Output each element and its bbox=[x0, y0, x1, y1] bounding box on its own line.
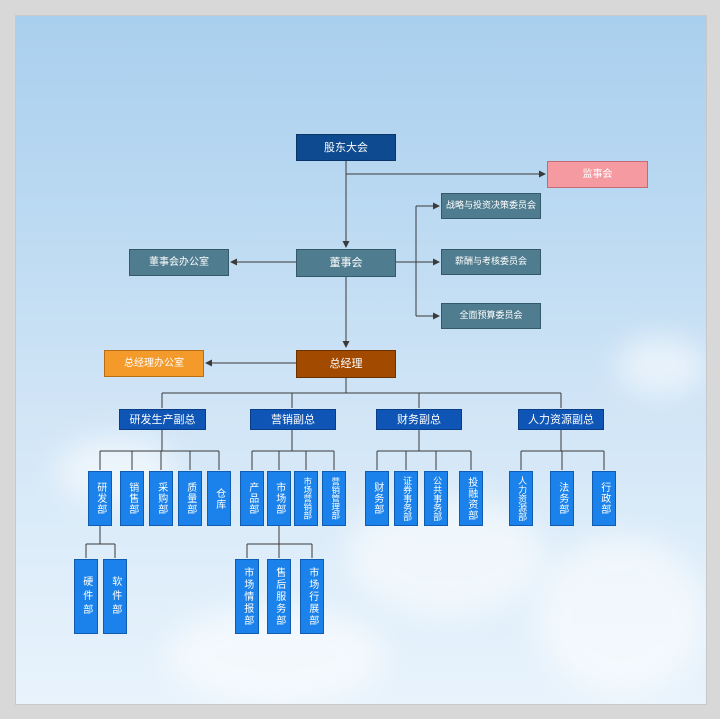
org-chart-canvas: 股东大会 监事会 战略与投资决策委员会 薪酬与考核委员会 全面预算委员会 董事会… bbox=[15, 15, 707, 705]
dept-market-intelligence-node[interactable]: 市场情报部 bbox=[235, 559, 259, 634]
dept-sales-node[interactable]: 销售部 bbox=[120, 471, 144, 526]
dept-market-sales-node[interactable]: 市场营销部 bbox=[294, 471, 318, 526]
cloud-decoration bbox=[616, 336, 706, 396]
dept-sales-management-node[interactable]: 营销管理部 bbox=[322, 471, 346, 526]
dept-investment-node[interactable]: 投融资部 bbox=[459, 471, 483, 526]
strategy-committee-node[interactable]: 战略与投资决策委员会 bbox=[441, 193, 541, 219]
dept-securities-node[interactable]: 证券事务部 bbox=[394, 471, 418, 526]
dept-warehouse-node[interactable]: 仓库 bbox=[207, 471, 231, 526]
dept-admin-node[interactable]: 行政部 bbox=[592, 471, 616, 526]
dept-quality-node[interactable]: 质量部 bbox=[178, 471, 202, 526]
supervisory-board-node[interactable]: 监事会 bbox=[547, 161, 648, 188]
dept-legal-node[interactable]: 法务部 bbox=[550, 471, 574, 526]
dept-product-node[interactable]: 产品部 bbox=[240, 471, 264, 526]
dept-hr-node[interactable]: 人力资源部 bbox=[509, 471, 533, 526]
vp-marketing-node[interactable]: 营销副总 bbox=[250, 409, 336, 430]
dept-finance-node[interactable]: 财务部 bbox=[365, 471, 389, 526]
dept-software-node[interactable]: 软件部 bbox=[103, 559, 127, 634]
compensation-committee-node[interactable]: 薪酬与考核委员会 bbox=[441, 249, 541, 275]
gm-office-node[interactable]: 总经理办公室 bbox=[104, 350, 204, 377]
vp-rd-production-node[interactable]: 研发生产副总 bbox=[119, 409, 206, 430]
board-office-node[interactable]: 董事会办公室 bbox=[129, 249, 229, 276]
dept-public-affairs-node[interactable]: 公共事务部 bbox=[424, 471, 448, 526]
dept-after-sales-node[interactable]: 售后服务部 bbox=[267, 559, 291, 634]
connector-lines bbox=[85, 161, 605, 558]
cloud-decoration bbox=[536, 536, 706, 696]
dept-rd-node[interactable]: 研发部 bbox=[88, 471, 112, 526]
vp-hr-node[interactable]: 人力资源副总 bbox=[518, 409, 604, 430]
general-manager-node[interactable]: 总经理 bbox=[296, 350, 396, 378]
shareholders-meeting-node[interactable]: 股东大会 bbox=[296, 134, 396, 161]
dept-purchasing-node[interactable]: 采购部 bbox=[149, 471, 173, 526]
dept-market-expansion-node[interactable]: 市场行展部 bbox=[300, 559, 324, 634]
budget-committee-node[interactable]: 全面预算委员会 bbox=[441, 303, 541, 329]
dept-hardware-node[interactable]: 硬件部 bbox=[74, 559, 98, 634]
dept-market-node[interactable]: 市场部 bbox=[267, 471, 291, 526]
board-of-directors-node[interactable]: 董事会 bbox=[296, 249, 396, 277]
vp-finance-node[interactable]: 财务副总 bbox=[376, 409, 462, 430]
